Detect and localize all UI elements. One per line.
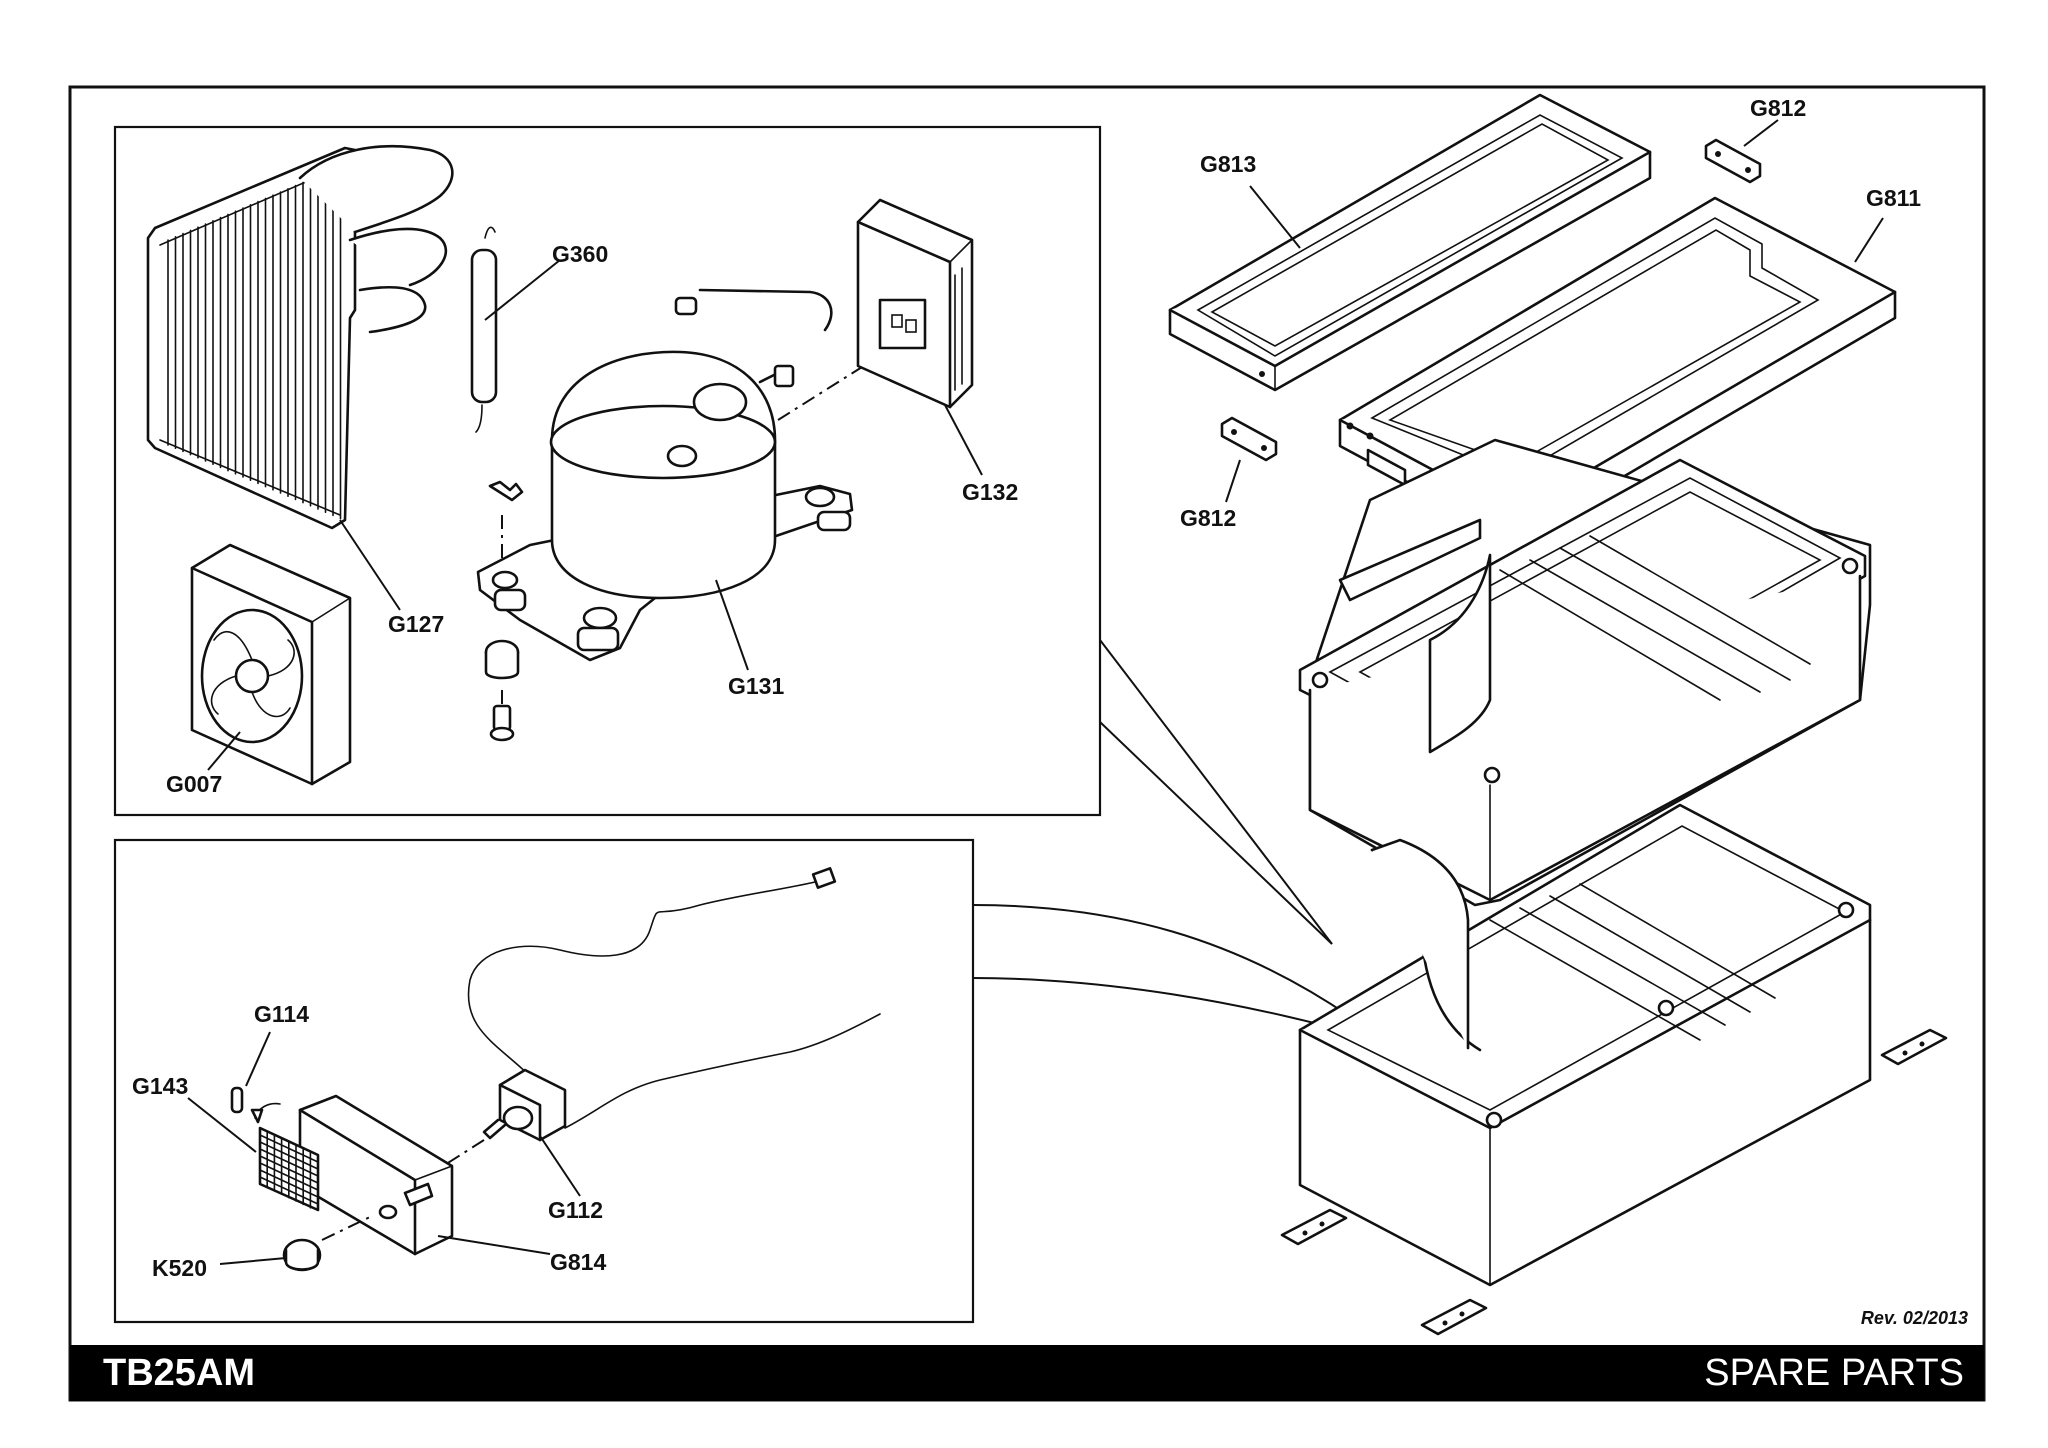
thermostat-detail-box	[113, 838, 975, 1324]
callout-line-cooling-2	[1099, 721, 1333, 945]
callout-line-cooling	[1099, 639, 1333, 945]
hinge-top-drawing	[1704, 138, 1762, 184]
relay-box-drawing	[856, 198, 974, 409]
label-hinge-top: G812	[1750, 95, 1806, 121]
footer-bar	[70, 1345, 1984, 1401]
label-knob: K520	[152, 1255, 207, 1281]
grille-drawing	[258, 1126, 320, 1212]
label-led: G114	[254, 1001, 309, 1027]
feet-drawing	[1280, 1028, 1948, 1336]
label-lid-frame: G813	[1200, 151, 1256, 177]
hinge-bottom-drawing	[1220, 416, 1278, 462]
label-inner-lid: G811	[1866, 185, 1921, 211]
inner-liner-drawing	[1298, 438, 1872, 907]
compressor-drawing	[476, 288, 871, 742]
knob-drawing	[282, 1215, 373, 1272]
label-thermostat: G112	[548, 1197, 603, 1223]
label-fan: G007	[166, 771, 222, 797]
label-dryer-filter: G360	[552, 241, 608, 267]
label-hinge-bottom: G812	[1180, 505, 1236, 531]
label-housing: G814	[550, 1249, 606, 1275]
dryer-filter-drawing	[470, 226, 498, 433]
condenser-drawing	[146, 144, 454, 530]
model-code: TB25AM	[103, 1352, 256, 1394]
sheet-title: SPARE PARTS	[1704, 1352, 1964, 1394]
housing-drawing	[298, 1094, 454, 1256]
fan-drawing	[190, 543, 352, 786]
callout-line-thermostat	[972, 904, 1386, 1043]
label-compressor: G131	[728, 673, 784, 699]
cooling-unit-detail-box	[113, 125, 1102, 817]
label-relay: G132	[962, 479, 1018, 505]
leader-lines	[187, 119, 1884, 1265]
revision-note: Rev. 02/2013	[1860, 1308, 1968, 1328]
label-condenser: G127	[388, 611, 444, 637]
outer-cabinet-drawing	[1298, 803, 1872, 1287]
led-drawing	[230, 1086, 244, 1114]
label-grille: G143	[132, 1073, 188, 1099]
thermostat-drawing	[439, 1068, 567, 1169]
lid-frame-drawing	[1168, 93, 1652, 392]
